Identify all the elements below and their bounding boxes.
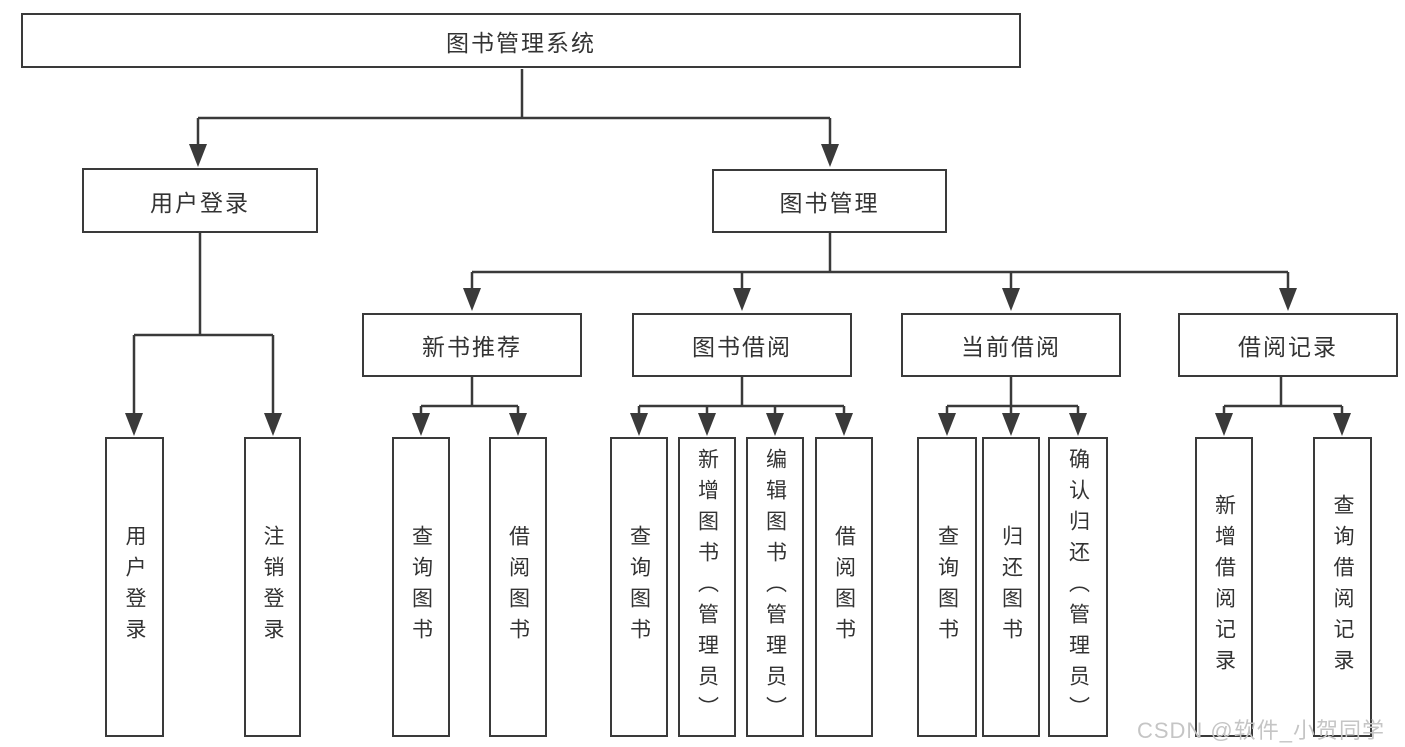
leaf-query-books-recommend: 查询图书 [392, 437, 450, 737]
arrowhead-down-icon [1215, 413, 1351, 436]
connector-borrowing-records-children [1215, 377, 1351, 436]
leaf-borrow-books: 借阅图书 [815, 437, 873, 737]
node-borrowing-records: 借阅记录 [1178, 313, 1398, 377]
node-new-book-recommendation: 新书推荐 [362, 313, 582, 377]
arrowhead-down-icon [463, 288, 1297, 311]
leaf-return-books: 归还图书 [982, 437, 1040, 737]
leaf-edit-books-admin: 编辑图书（管理员） [746, 437, 804, 737]
arrowhead-down-icon [630, 413, 853, 436]
leaf-logout: 注销登录 [244, 437, 301, 737]
node-library-system: 图书管理系统 [21, 13, 1021, 68]
connector-book-borrowing-children [630, 377, 853, 436]
connector-new-book-recommendation-children [412, 377, 527, 436]
leaf-confirm-return-admin: 确认归还（管理员） [1048, 437, 1108, 737]
connector-book-management-children [463, 233, 1297, 311]
leaf-borrow-books-recommend: 借阅图书 [489, 437, 547, 737]
leaf-add-books-admin: 新增图书（管理员） [678, 437, 736, 737]
connector-line [196, 69, 832, 146]
connector-line [637, 377, 846, 415]
arrowhead-down-icon [189, 144, 839, 167]
node-user-login: 用户登录 [82, 168, 318, 233]
leaf-query-books-current: 查询图书 [917, 437, 977, 737]
node-book-borrowing: 图书借阅 [632, 313, 852, 377]
node-current-borrowing: 当前借阅 [901, 313, 1121, 377]
connector-current-borrowing-children [938, 377, 1087, 436]
leaf-add-borrow-record: 新增借阅记录 [1195, 437, 1253, 737]
arrowhead-down-icon [125, 413, 282, 436]
connector-line [419, 377, 520, 415]
connector-line [470, 233, 1290, 290]
connector-user-login-children [125, 233, 282, 436]
leaf-query-borrow-record: 查询借阅记录 [1313, 437, 1372, 737]
connector-line [132, 233, 275, 415]
connector-root-to-level2 [189, 69, 839, 167]
leaf-query-books-borrowing: 查询图书 [610, 437, 668, 737]
node-book-management: 图书管理 [712, 169, 947, 233]
leaf-user-login: 用户登录 [105, 437, 164, 737]
arrowhead-down-icon [412, 413, 527, 436]
csdn-watermark: CSDN @软件_小贺同学 [1136, 718, 1385, 743]
connector-line [945, 377, 1080, 415]
arrowhead-down-icon [938, 413, 1087, 436]
connector-line [1222, 377, 1344, 415]
